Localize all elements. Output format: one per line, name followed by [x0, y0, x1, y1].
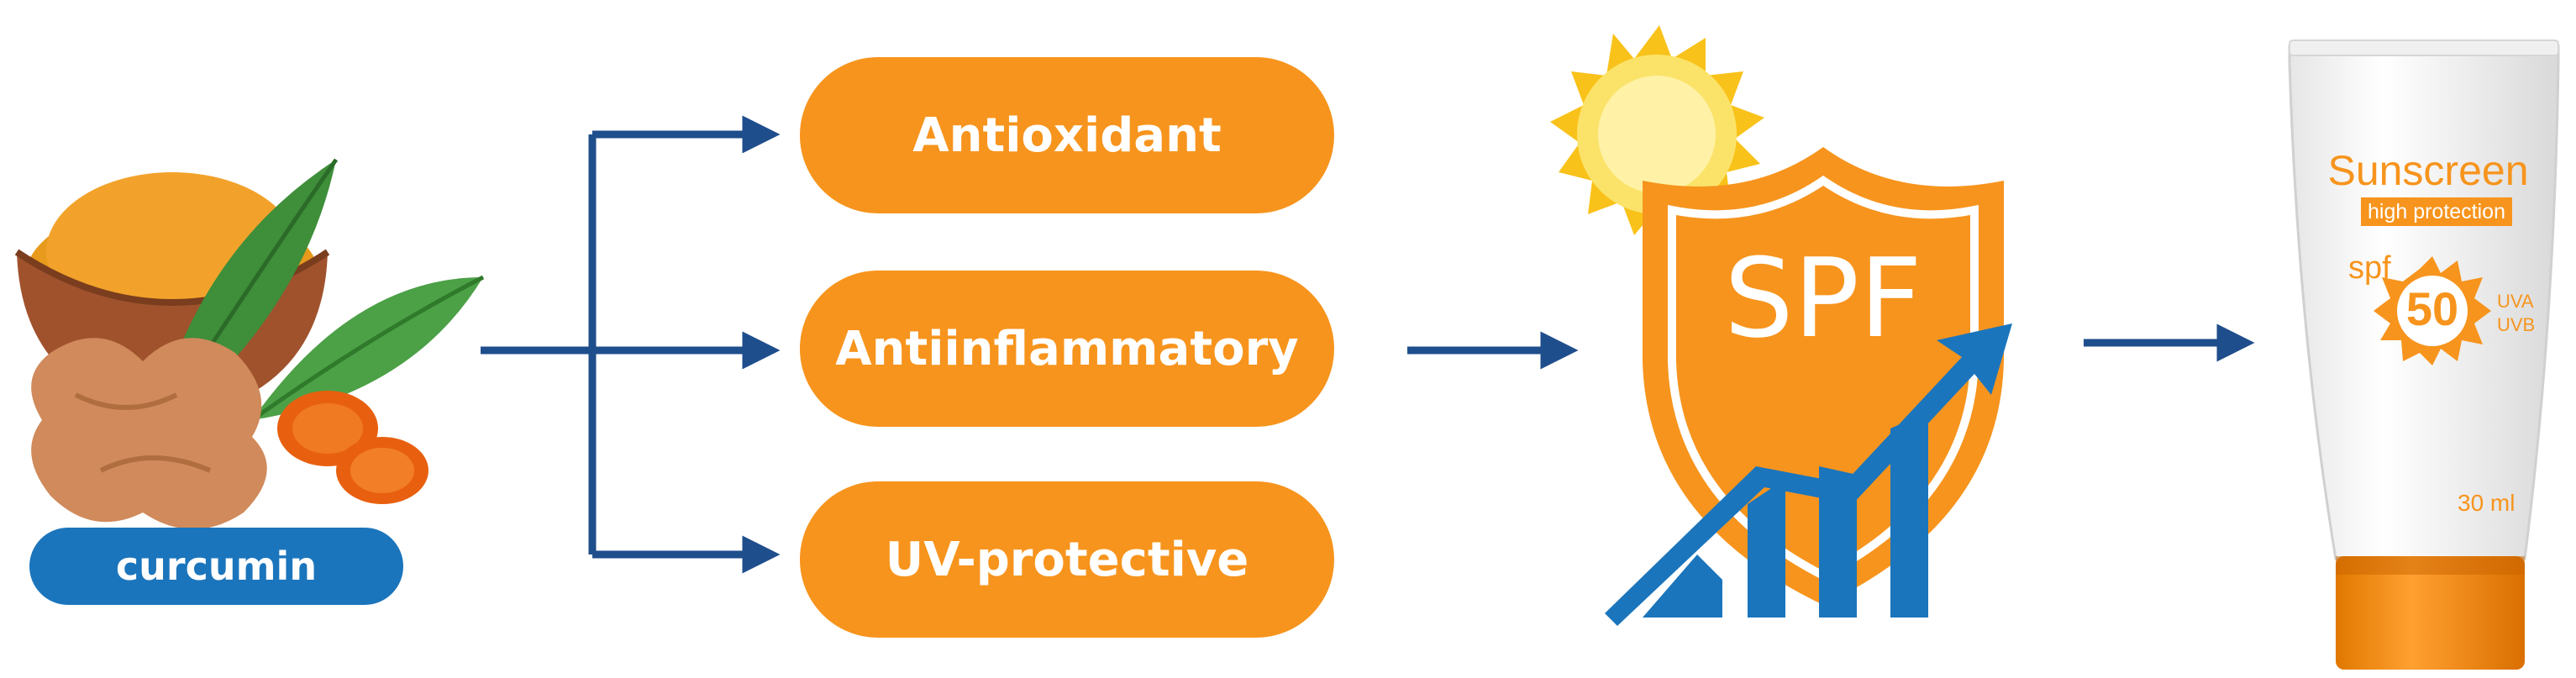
property-uv-protective-text: UV-protective: [885, 532, 1249, 587]
tube-cap: [2336, 556, 2525, 670]
spf-prefix: spf: [2348, 250, 2391, 286]
property-antiinflammatory-text: Antiinflammatory: [835, 321, 1299, 376]
connectors: [481, 115, 2255, 574]
property-antioxidant: Antioxidant: [800, 57, 1334, 213]
uvb-label: UVB: [2497, 314, 2536, 335]
turmeric-root-icon: [14, 158, 485, 529]
sun-icon: [1550, 25, 1764, 235]
curcumin-label: curcumin: [29, 528, 403, 605]
shield-label: SPF: [1724, 234, 1922, 362]
spf-value: 50: [2405, 282, 2459, 335]
product-tagline: high protection: [2367, 200, 2505, 223]
property-uv-protective: UV-protective: [800, 481, 1334, 638]
uva-label: UVA: [2497, 291, 2534, 312]
property-antiinflammatory: Antiinflammatory: [800, 271, 1334, 427]
product-name: Sunscreen: [2327, 147, 2529, 194]
product-volume: 30 ml: [2458, 490, 2516, 516]
growth-chart-icon: [1605, 323, 2012, 626]
curcumin-label-text: curcumin: [115, 544, 318, 589]
property-antioxidant-text: Antioxidant: [912, 108, 1222, 163]
sunscreen-tube-icon: [2288, 39, 2560, 670]
